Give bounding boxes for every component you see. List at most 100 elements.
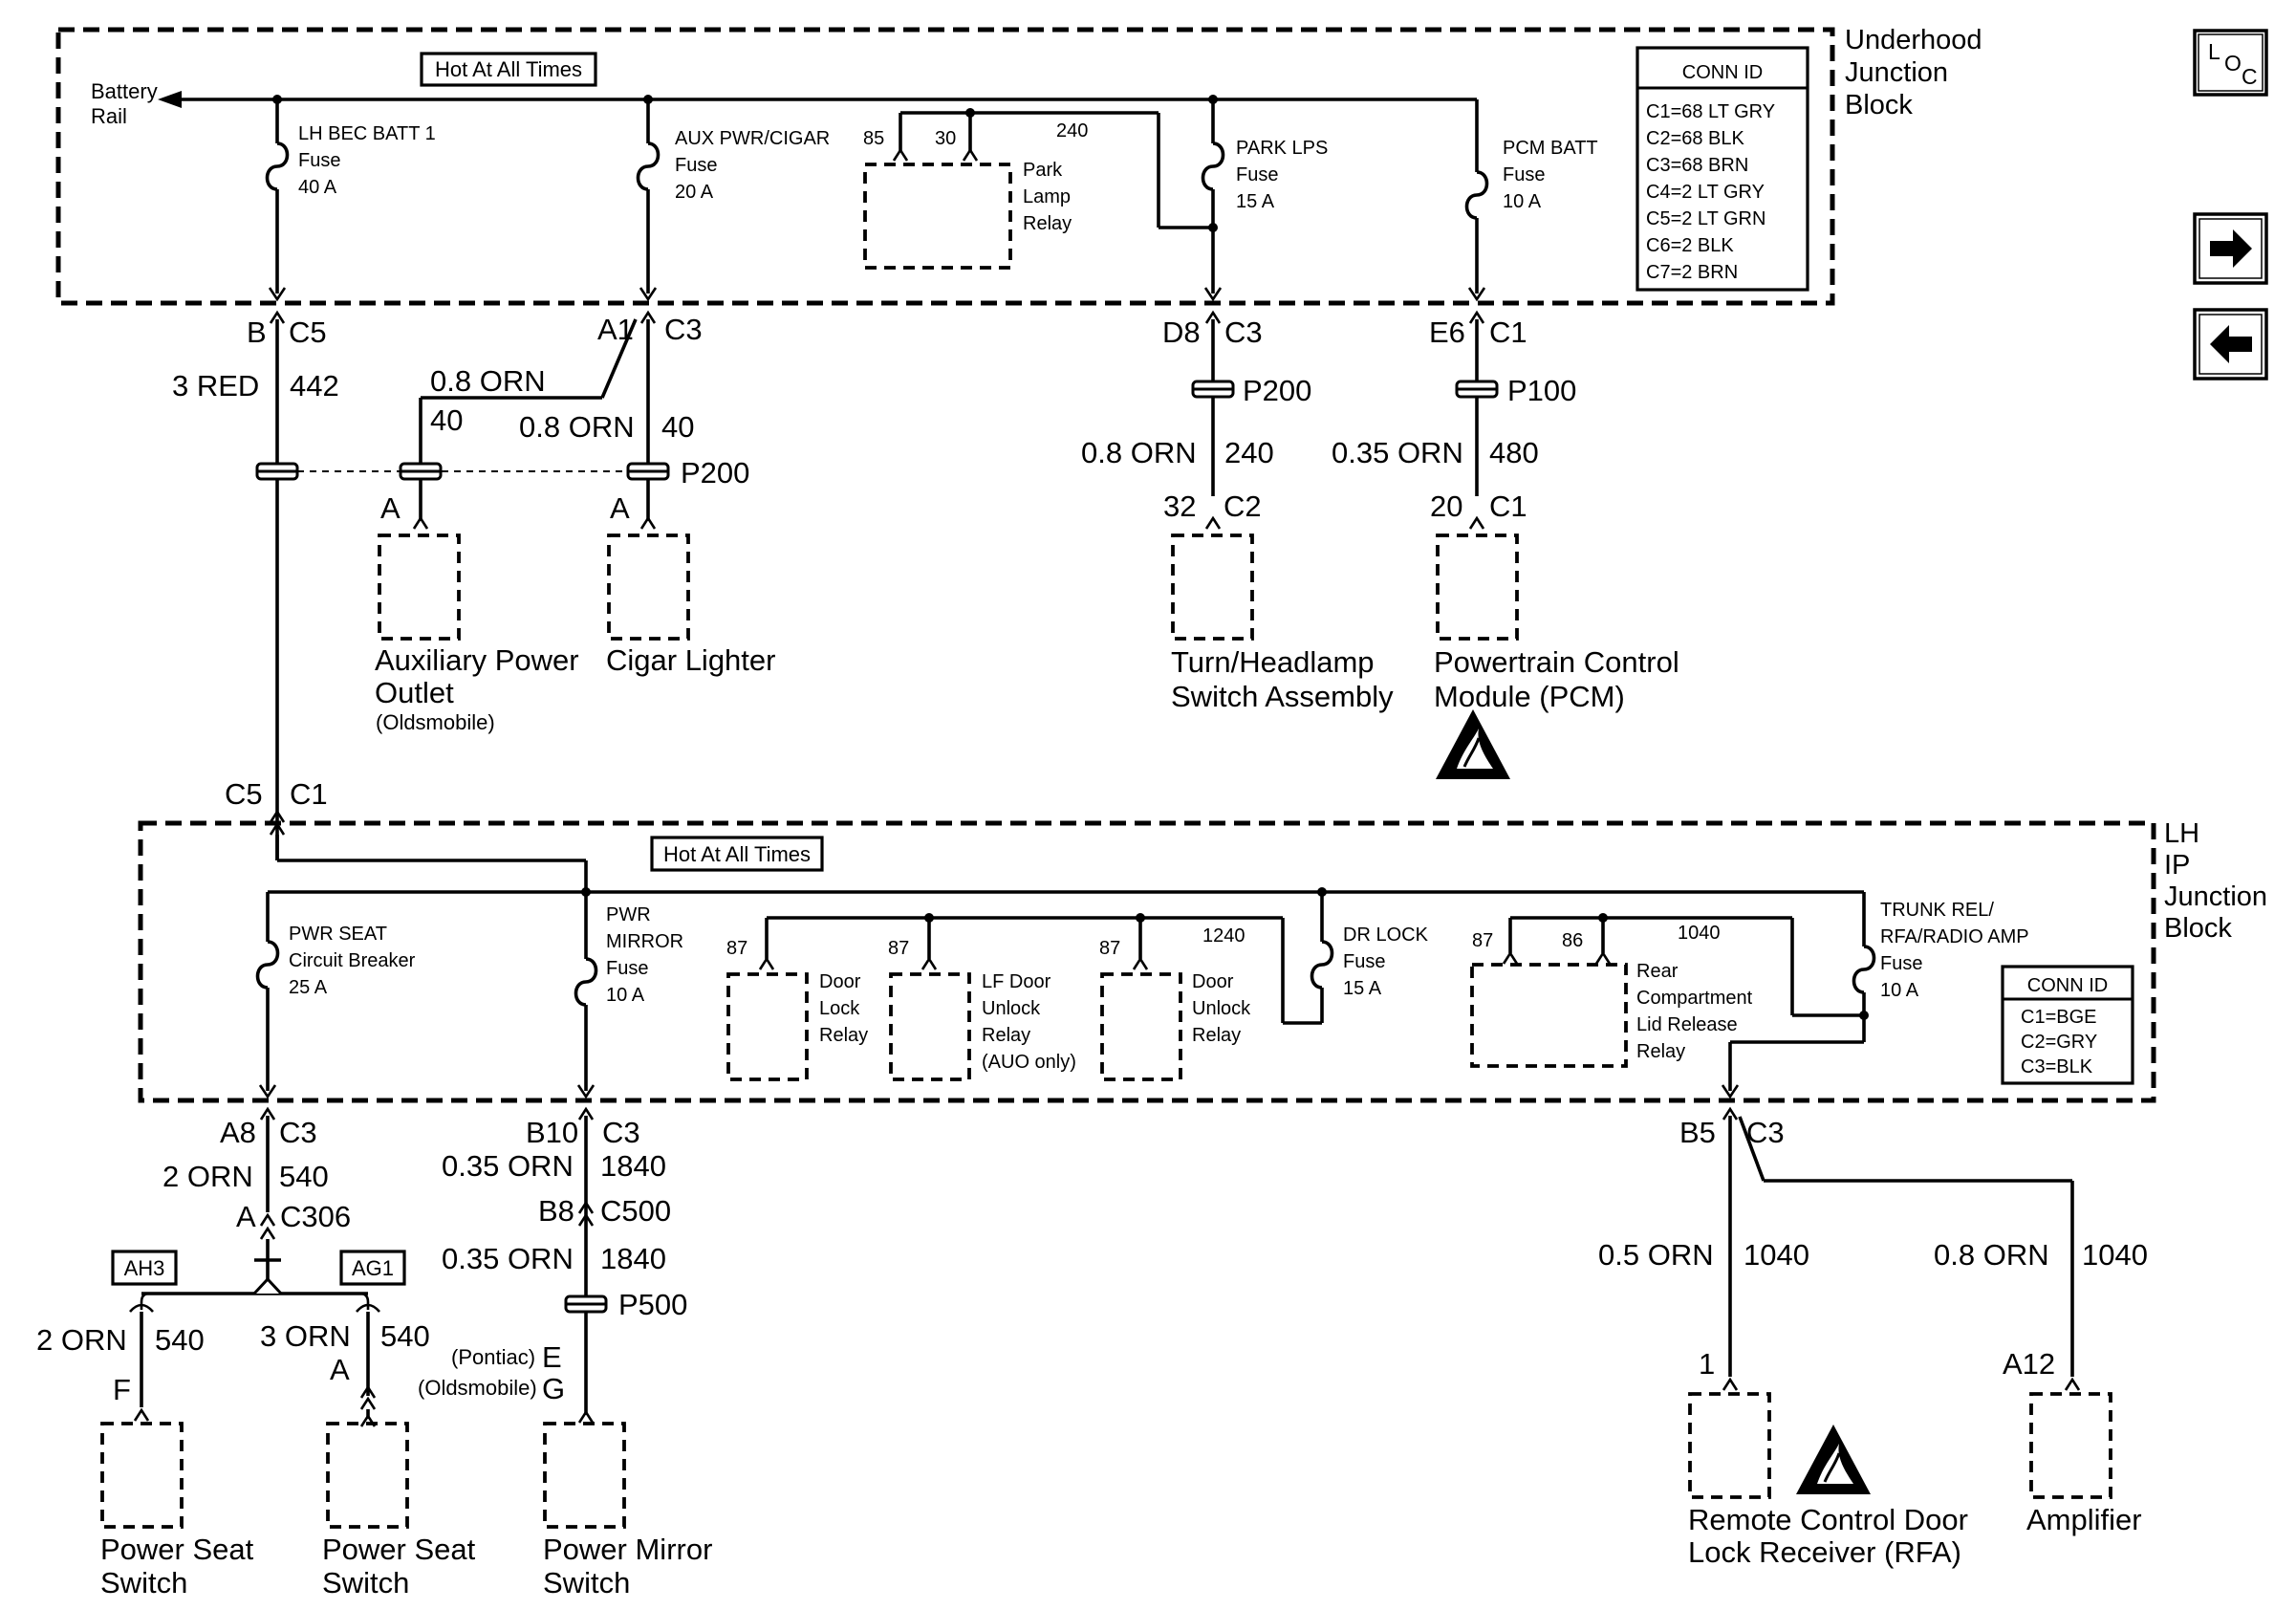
- right-arrow-icon: [2210, 229, 2252, 268]
- splice-p200: P200: [1243, 374, 1311, 407]
- fuse-pcm-batt-type: Fuse: [1503, 164, 1545, 185]
- wire-540-ag1-color: 3 ORN: [260, 1319, 351, 1353]
- splice-icon: [1191, 380, 1235, 399]
- connector-c3: C3: [279, 1116, 317, 1149]
- lf-door-unlock-relay: 87 LF Door Unlock Relay (AUO only): [888, 938, 1076, 1081]
- wire-40-aux-circuit: 40: [430, 403, 463, 437]
- power-mirror-switch-label-2: Switch: [543, 1566, 630, 1599]
- park-lamp-relay-label-3: Relay: [1023, 213, 1072, 234]
- connector-a: A: [380, 491, 401, 525]
- esd-warning-icon: [1434, 707, 1512, 781]
- amplifier-label: Amplifier: [2026, 1503, 2142, 1536]
- rfa-receiver-box: [1688, 1392, 1771, 1499]
- lf-door-unlock-relay-label-1: LF Door: [982, 971, 1051, 992]
- pcm-box: [1436, 533, 1519, 641]
- connector-20: 20: [1430, 490, 1462, 523]
- pwr-seat-breaker-rating: 25 A: [289, 977, 328, 998]
- lhip-name-4: Block: [2164, 913, 2232, 944]
- lhip-name-3: Junction: [2164, 881, 2267, 912]
- conn-id-row: C1=BGE: [2021, 1007, 2096, 1028]
- fuse-lh-bec-batt-1-label: LH BEC BATT 1: [298, 123, 436, 144]
- connector-e: E: [542, 1340, 562, 1374]
- wire-1040-rfa-circuit: 1040: [1744, 1238, 1809, 1272]
- fuse-icon: [1464, 170, 1489, 220]
- park-lamp-relay: 85 30 240 Park Lamp Relay: [863, 108, 1213, 270]
- wire-540-ah3-color: 2 ORN: [36, 1323, 127, 1357]
- trunk-rel-fuse-rating: 10 A: [1880, 980, 1919, 1001]
- battery-rail-label-1: Battery: [91, 79, 158, 103]
- option-ag1-box: [339, 1250, 406, 1286]
- conn-id-row: C2=GRY: [2021, 1032, 2097, 1053]
- battery-rail-label-2: Rail: [91, 104, 127, 128]
- connector-b: B: [247, 315, 267, 349]
- next-page-button[interactable]: [2193, 212, 2268, 285]
- option-ag1: AG1: [352, 1256, 394, 1280]
- lh-ip-junction-block: LH IP Junction Block Hot At All Times PW…: [138, 818, 2267, 1103]
- relay-pin-86: 86: [1562, 930, 1583, 951]
- relay-circuit-240: 240: [1056, 120, 1088, 141]
- pcm-label: Powertrain Control: [1434, 645, 1679, 679]
- connector-c2: C2: [1224, 490, 1262, 523]
- cigar-lighter-label: Cigar Lighter: [606, 643, 775, 677]
- previous-page-button[interactable]: [2193, 308, 2268, 381]
- conn-id-row: C7=2 BRN: [1646, 262, 1738, 283]
- door-lock-relay-label-1: Door: [819, 971, 861, 992]
- conn-id-row: C3=BLK: [2021, 1056, 2093, 1077]
- fuse-icon: [1852, 945, 1876, 994]
- power-seat-switch-2-label: Power Seat: [322, 1533, 476, 1566]
- wire-240-color: 0.8 ORN: [1081, 436, 1197, 469]
- connector-a: A: [330, 1353, 350, 1386]
- hot-at-all-times-box: [420, 52, 597, 87]
- pwr-mirror-fuse-label: PWR: [606, 904, 651, 925]
- rear-compartment-lid-release-relay: 87 86 1040 Rear Compartment Lid Release …: [1470, 913, 1866, 1091]
- connector-d8: D8: [1162, 315, 1201, 349]
- pcm-label-2: Module (PCM): [1434, 680, 1625, 713]
- dr-lock-fuse-label: DR LOCK: [1343, 925, 1429, 946]
- fuse-lh-bec-batt-1-rating: 40 A: [298, 177, 337, 198]
- cigar-lighter-box: [607, 533, 690, 641]
- door-unlock-relay-label-2: Unlock: [1192, 998, 1251, 1019]
- conn-id-row: C6=2 BLK: [1646, 235, 1734, 256]
- wire-240-circuit: 240: [1224, 436, 1274, 469]
- fuse-pcm-batt-rating: 10 A: [1503, 191, 1542, 212]
- power-mirror-switch-label: Power Mirror: [543, 1533, 712, 1566]
- wire-1040-amp-color: 0.8 ORN: [1934, 1238, 2049, 1272]
- park-lamp-relay-label-2: Lamp: [1023, 186, 1071, 207]
- wire-540-ag1-circuit: 540: [380, 1319, 430, 1353]
- pwr-seat-breaker-label: PWR SEAT: [289, 924, 387, 945]
- pwr-seat-breaker-type: Circuit Breaker: [289, 950, 416, 971]
- trunk-rel-fuse-label: TRUNK REL/: [1880, 900, 1994, 921]
- connector-e6: E6: [1429, 315, 1465, 349]
- door-lock-relay-label-2: Lock: [819, 998, 860, 1019]
- rear-relay-label-4: Relay: [1636, 1041, 1685, 1062]
- fuse-icon: [265, 141, 290, 191]
- wire-1040-rfa-color: 0.5 ORN: [1598, 1238, 1714, 1272]
- door-unlock-relay-label-1: Door: [1192, 971, 1234, 992]
- connector-a: A: [236, 1200, 256, 1233]
- wire-1840b-color: 0.35 ORN: [442, 1242, 574, 1275]
- turn-headlamp-switch-box: [1171, 533, 1254, 641]
- connector-g: G: [542, 1372, 565, 1405]
- connector-a: A: [610, 491, 630, 525]
- turn-headlamp-switch-label: Turn/Headlamp: [1171, 645, 1375, 679]
- location-button[interactable]: L O C: [2193, 29, 2268, 97]
- loc-letter-o: O: [2224, 51, 2242, 76]
- fuse-icon: [1201, 141, 1225, 191]
- left-arrow-icon: [2210, 325, 2252, 363]
- wire-540-ah3-circuit: 540: [155, 1323, 205, 1357]
- wire-442-circuit: 442: [290, 369, 339, 402]
- lhip-name-1: LH: [2164, 818, 2199, 849]
- wire-1840b-circuit: 1840: [600, 1242, 666, 1275]
- auxiliary-power-outlet-box: [378, 533, 461, 641]
- connector-c5: C5: [225, 777, 263, 811]
- connector-c3: C3: [602, 1116, 640, 1149]
- connector-c5: C5: [289, 315, 327, 349]
- relay-pin-85: 85: [863, 128, 884, 149]
- underhood-name-2: Junction: [1845, 57, 1948, 88]
- connector-32: 32: [1163, 490, 1196, 523]
- fuse-park-lps-type: Fuse: [1236, 164, 1278, 185]
- connector-c3: C3: [664, 313, 703, 346]
- connector-c1: C1: [290, 777, 328, 811]
- relay-pin-30: 30: [935, 128, 956, 149]
- conn-id-row: C4=2 LT GRY: [1646, 182, 1765, 203]
